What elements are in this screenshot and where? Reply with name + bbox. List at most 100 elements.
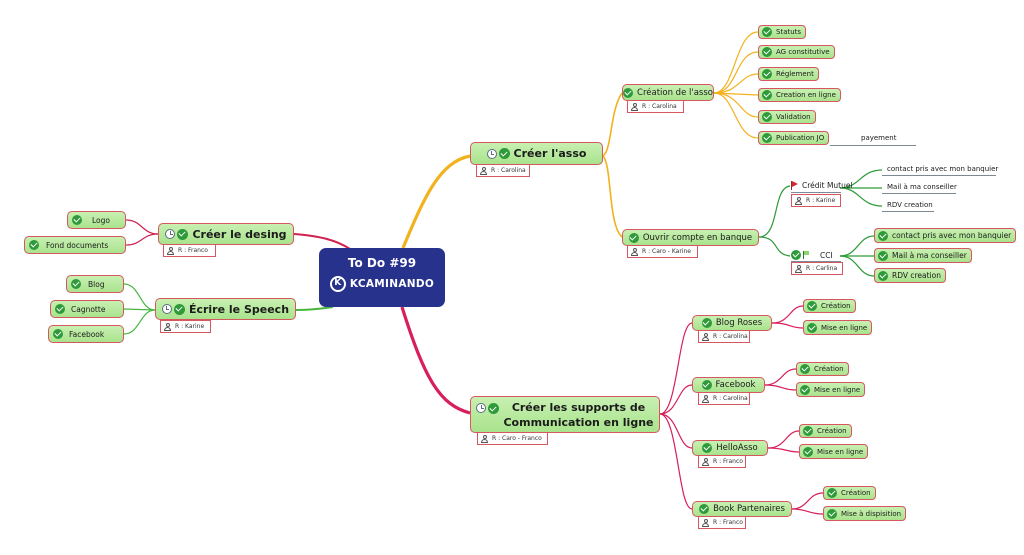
task-done-icon <box>701 318 712 328</box>
owner-tag: R : Carolina <box>698 330 750 343</box>
task-publication-jo[interactable]: Publication JO <box>758 131 830 145</box>
task-done-icon <box>762 27 772 37</box>
cci-task[interactable]: Mail à ma conseiller <box>874 248 972 263</box>
task-done-icon <box>807 322 817 333</box>
branch-desing <box>293 233 351 250</box>
person-icon <box>480 166 487 175</box>
task-creation[interactable]: Création <box>799 424 852 438</box>
task-done-icon <box>55 304 65 314</box>
task-done-icon <box>791 250 801 260</box>
task-done-icon <box>800 364 810 374</box>
note-underline <box>830 145 916 146</box>
task-reglement[interactable]: Réglement <box>758 67 819 81</box>
task-creation[interactable]: Création <box>803 299 856 313</box>
task-done-icon <box>827 488 837 498</box>
task-fond-documents[interactable]: Fond documents <box>24 236 126 254</box>
task-mise-a-disposition[interactable]: Mise à dispisition <box>823 506 907 521</box>
task-done-icon <box>762 47 772 57</box>
person-icon <box>631 247 638 256</box>
task-done-icon <box>701 380 712 390</box>
cci-task[interactable]: contact pris avec mon banquier <box>874 228 1017 243</box>
topic-label: Créer l'asso <box>513 147 587 160</box>
subtopic-helloasso[interactable]: HelloAsso <box>692 440 768 456</box>
credit-mutuel-item: Mail à ma conseiller <box>887 183 957 191</box>
task-creation[interactable]: Création <box>796 362 849 376</box>
person-icon <box>795 264 802 273</box>
owner-tag: R : Caro - Karine <box>627 245 698 258</box>
cci-label[interactable]: CCI <box>791 250 833 260</box>
task-logo[interactable]: Logo <box>67 211 126 229</box>
item-underline <box>882 193 956 194</box>
task-done-icon <box>623 87 634 98</box>
clock-icon <box>165 229 176 239</box>
task-done-icon <box>72 215 82 225</box>
task-done-icon <box>807 301 817 311</box>
person-icon <box>167 246 174 255</box>
task-done-icon <box>803 446 813 457</box>
clock-icon <box>161 304 172 314</box>
branch-speech <box>295 306 334 311</box>
task-cagnotte[interactable]: Cagnotte <box>50 300 124 318</box>
task-done-icon <box>498 148 510 159</box>
task-done-icon <box>29 240 39 250</box>
task-creation[interactable]: Création <box>823 486 876 500</box>
credit-mutuel-item: RDV creation <box>887 201 933 209</box>
item-underline <box>882 175 996 176</box>
owner-tag: R : Carolina <box>476 164 530 177</box>
owner-tag: R : Carolina <box>627 100 684 113</box>
topic-creer-desing[interactable]: Créer le desing <box>158 223 294 245</box>
central-topic[interactable]: To Do #99 K KCAMINANDO <box>319 248 445 307</box>
task-validation[interactable]: Validation <box>758 110 816 124</box>
person-icon <box>702 394 709 403</box>
clock-icon <box>476 403 487 413</box>
task-done-icon <box>800 384 810 395</box>
subtopic-facebook[interactable]: Facebook <box>692 377 765 393</box>
task-done-icon <box>699 504 710 514</box>
task-blog[interactable]: Blog <box>66 275 124 293</box>
task-done-icon <box>878 250 888 261</box>
subtopic-creation-asso[interactable]: Création de l'asso <box>622 84 714 101</box>
task-done-icon <box>53 329 63 339</box>
person-icon <box>702 518 709 527</box>
clock-icon <box>486 148 497 159</box>
person-icon <box>164 322 171 331</box>
topic-creer-supports[interactable]: Créer les supports de Communication en l… <box>470 396 660 433</box>
task-done-icon <box>177 228 189 240</box>
item-underline <box>882 211 934 212</box>
task-facebook[interactable]: Facebook <box>48 325 124 343</box>
note-payement: payement <box>861 134 897 142</box>
owner-tag: R : Carlina <box>791 262 843 275</box>
task-done-icon <box>803 426 813 436</box>
subtopic-blog-roses[interactable]: Blog Roses <box>692 315 772 331</box>
person-icon <box>631 102 638 111</box>
person-icon <box>481 434 488 443</box>
credit-mutuel-label[interactable]: Crédit Mutuel <box>791 181 853 190</box>
task-done-icon <box>762 112 772 122</box>
credit-mutuel-underline <box>791 192 841 193</box>
owner-tag: R : Carolina <box>698 392 750 405</box>
task-mise-en-ligne[interactable]: Mise en ligne <box>803 320 873 335</box>
task-statuts[interactable]: Statuts <box>758 25 807 39</box>
green-flag-icon <box>803 251 810 259</box>
owner-tag: R : Karine <box>160 320 211 333</box>
person-icon <box>702 332 709 341</box>
person-icon <box>795 196 802 205</box>
subtopic-ouvrir-compte[interactable]: Ouvrir compte en banque <box>622 229 759 246</box>
topic-ecrire-speech[interactable]: Écrire le Speech <box>155 298 296 320</box>
branch-creer-asso <box>401 154 471 249</box>
topic-creer-asso[interactable]: Créer l'asso <box>470 142 603 165</box>
owner-tag: R : Franco <box>698 516 746 529</box>
subtopic-book-partenaires[interactable]: Book Partenaires <box>692 501 792 517</box>
task-ag-constitutive[interactable]: AG constitutive <box>758 45 835 59</box>
task-mise-en-ligne[interactable]: Mise en ligne <box>796 382 866 397</box>
task-done-icon <box>762 133 772 143</box>
task-done-icon <box>173 303 185 315</box>
cci-task[interactable]: RDV creation <box>874 268 946 283</box>
task-creation-en-ligne[interactable]: Creation en ligne <box>758 88 841 102</box>
task-done-icon <box>762 69 772 79</box>
task-done-icon <box>878 230 888 241</box>
task-done-icon <box>878 270 888 281</box>
task-mise-en-ligne[interactable]: Mise en ligne <box>799 444 869 459</box>
brand-k-icon: K <box>329 276 346 292</box>
